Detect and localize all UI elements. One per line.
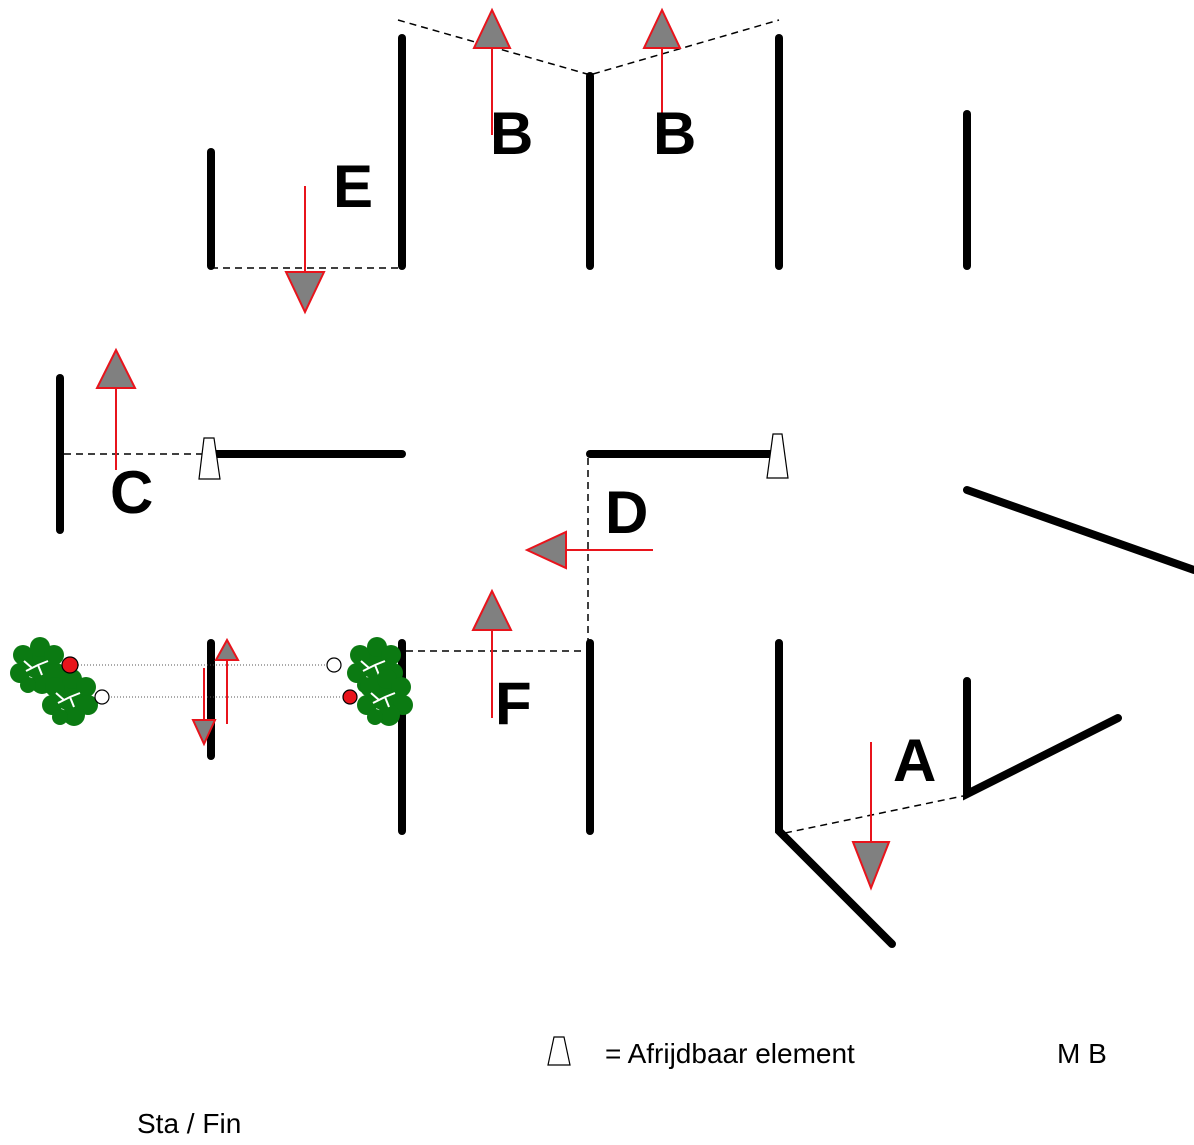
gate-line-a bbox=[784, 795, 964, 834]
gate-label-a: A bbox=[893, 727, 936, 794]
cone-legend-text: = Afrijdbaar element bbox=[605, 1038, 855, 1069]
arrow-up-icon bbox=[214, 637, 240, 724]
arrow-up-icon bbox=[472, 7, 512, 135]
wall bbox=[963, 486, 1194, 574]
red-marker-icon bbox=[342, 689, 358, 705]
cone-icon bbox=[547, 1036, 571, 1066]
arrow-down-icon bbox=[851, 742, 891, 891]
wall bbox=[775, 639, 896, 948]
cone-legend: = Afrijdbaar element bbox=[547, 1036, 855, 1069]
cone-icon bbox=[766, 433, 789, 479]
arrow-down-icon bbox=[191, 668, 217, 747]
arrow-up-icon bbox=[642, 7, 682, 135]
gate-label-b: B bbox=[490, 100, 533, 167]
arrow-down-icon bbox=[284, 186, 326, 315]
cone-icon bbox=[198, 437, 221, 480]
red-marker-icon bbox=[61, 656, 79, 674]
author-initials: M B bbox=[1057, 1038, 1107, 1069]
gate-labels: A B B C D E F bbox=[110, 100, 936, 794]
gate-label-b: B bbox=[653, 100, 696, 167]
gate-label-f: F bbox=[495, 670, 532, 737]
gate-label-d: D bbox=[605, 479, 648, 546]
arrow-left-icon bbox=[524, 530, 653, 570]
arrow-up-icon bbox=[95, 347, 137, 470]
start-finish-label: Sta / Fin bbox=[137, 1108, 241, 1139]
white-marker-icon bbox=[94, 689, 110, 705]
gate-line-b bbox=[592, 19, 780, 75]
arrow-up-icon bbox=[471, 588, 513, 718]
gate-label-c: C bbox=[110, 459, 153, 526]
wall bbox=[963, 677, 1122, 801]
white-marker-icon bbox=[326, 657, 342, 673]
start-finish-legend: Sta / Fin bbox=[9, 636, 414, 1139]
gate-label-e: E bbox=[333, 153, 373, 220]
direction-arrows bbox=[95, 7, 891, 891]
